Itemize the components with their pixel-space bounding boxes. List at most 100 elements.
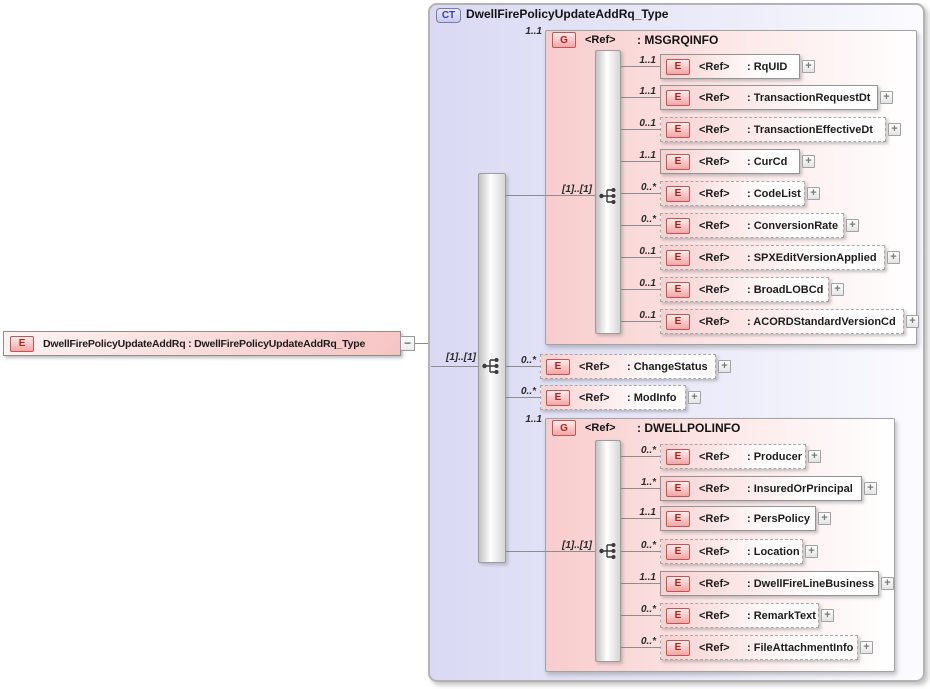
element-row-perspolicy[interactable]: E <Ref> : PersPolicy	[660, 506, 816, 531]
expand-button[interactable]: +	[821, 609, 834, 622]
expand-button[interactable]: +	[818, 512, 831, 525]
expand-button[interactable]: +	[906, 315, 919, 328]
expand-button[interactable]: +	[846, 219, 859, 232]
ref-label: <Ref>	[579, 360, 610, 373]
connector-line	[621, 551, 660, 552]
ref-label: <Ref>	[699, 512, 730, 525]
connector-line	[621, 615, 660, 616]
cardinality-label: 1..1	[639, 150, 656, 161]
connector-line	[506, 195, 600, 196]
expand-button[interactable]: +	[807, 187, 820, 200]
element-row-dwellfirelinebusiness[interactable]: E <Ref> : DwellFireLineBusiness	[660, 571, 879, 596]
collapse-toggle[interactable]: −	[400, 336, 415, 351]
element-row-remarktext[interactable]: E <Ref> : RemarkText	[660, 603, 819, 628]
connector-line	[621, 129, 660, 130]
root-element-box[interactable]: E DwellFirePolicyUpdateAddRq : DwellFire…	[3, 331, 401, 356]
ref-label: <Ref>	[699, 609, 730, 622]
element-row-curcd[interactable]: E <Ref> : CurCd	[660, 149, 800, 174]
element-row-conversionrate[interactable]: E <Ref> : ConversionRate	[660, 213, 844, 238]
element-badge: E	[666, 217, 690, 234]
cardinality-label: 0..*	[520, 355, 536, 366]
connector-line	[621, 488, 660, 489]
element-name: : ModInfo	[627, 391, 677, 404]
connector-line	[621, 97, 660, 98]
element-badge: E	[666, 607, 690, 624]
element-name: : Location	[747, 545, 800, 558]
element-name: : Producer	[747, 450, 803, 463]
element-badge: E	[666, 313, 690, 330]
expand-button[interactable]: +	[718, 360, 731, 373]
cardinality-label: 0..*	[640, 636, 656, 647]
expand-button[interactable]: +	[864, 482, 877, 495]
cardinality-label: 0..*	[520, 386, 536, 397]
cardinality-label: [1]..[1]	[446, 352, 476, 363]
expand-button[interactable]: +	[805, 545, 818, 558]
element-row-modinfo[interactable]: E <Ref> : ModInfo	[540, 385, 686, 410]
element-badge: E	[666, 249, 690, 266]
element-name: : CodeList	[747, 187, 801, 200]
cardinality-label: 1..1	[639, 572, 656, 583]
cardinality-label: 0..*	[640, 214, 656, 225]
expand-button[interactable]: +	[688, 391, 701, 404]
element-row-producer[interactable]: E <Ref> : Producer	[660, 444, 806, 469]
element-name: : BroadLOBCd	[747, 283, 824, 296]
ref-label: <Ref>	[699, 155, 730, 168]
element-row-fileattachmentinfo[interactable]: E <Ref> : FileAttachmentInfo	[660, 635, 858, 660]
ref-label: <Ref>	[699, 482, 730, 495]
expand-button[interactable]: +	[880, 91, 893, 104]
connector-line	[415, 343, 429, 344]
element-row-rquid[interactable]: E <Ref> : RqUID	[660, 54, 800, 79]
ref-label: <Ref>	[699, 123, 730, 136]
element-row-spxeditversionapplied[interactable]: E <Ref> : SPXEditVersionApplied	[660, 245, 885, 270]
cardinality-label: 1..*	[640, 477, 656, 488]
expand-button[interactable]: +	[808, 450, 821, 463]
element-name: : ACORDStandardVersionCd	[747, 315, 896, 328]
cardinality-label: 0..*	[640, 604, 656, 615]
group-header-dwellpolinfo[interactable]: G <Ref> : DWELLPOLINFO	[552, 420, 740, 436]
element-badge: E	[666, 89, 690, 106]
element-badge: E	[546, 389, 570, 406]
connector-line	[621, 66, 660, 67]
element-row-changestatus[interactable]: E <Ref> : ChangeStatus	[540, 354, 716, 379]
element-row-insuredorprincipal[interactable]: E <Ref> : InsuredOrPrincipal	[660, 476, 862, 501]
expand-button[interactable]: +	[887, 251, 900, 264]
expand-button[interactable]: +	[860, 641, 873, 654]
element-badge: E	[666, 639, 690, 656]
expand-button[interactable]: +	[802, 60, 815, 73]
connector-line	[506, 397, 540, 398]
ref-label: <Ref>	[699, 577, 730, 590]
element-row-acordstandardversioncd[interactable]: E <Ref> : ACORDStandardVersionCd	[660, 309, 904, 334]
ref-label: <Ref>	[585, 422, 616, 434]
expand-button[interactable]: +	[831, 283, 844, 296]
element-name: : ChangeStatus	[627, 360, 708, 373]
element-name: : RqUID	[747, 60, 788, 73]
group-badge: G	[552, 420, 576, 436]
expand-button[interactable]: +	[802, 155, 815, 168]
element-row-broadlobcd[interactable]: E <Ref> : BroadLOBCd	[660, 277, 829, 302]
cardinality-label: 0..1	[639, 278, 656, 289]
expand-button[interactable]: +	[881, 577, 894, 590]
element-row-transactionrequestdt[interactable]: E <Ref> : TransactionRequestDt	[660, 85, 878, 110]
group-name: : DWELLPOLINFO	[637, 421, 741, 435]
element-badge: E	[546, 358, 570, 375]
connector-line	[506, 366, 540, 367]
element-name: : CurCd	[747, 155, 788, 168]
sequence-icon[interactable]	[481, 355, 503, 377]
cardinality-label: 1..1	[639, 55, 656, 66]
sequence-icon[interactable]	[598, 185, 620, 207]
group-badge: G	[552, 32, 576, 48]
element-badge: E	[666, 281, 690, 298]
element-name: : RemarkText	[747, 609, 816, 622]
element-row-location[interactable]: E <Ref> : Location	[660, 539, 803, 564]
group-name: : MSGRQINFO	[637, 33, 719, 47]
sequence-icon[interactable]	[598, 540, 620, 562]
group-header-msgrqinfo[interactable]: G <Ref> : MSGRQINFO	[552, 32, 718, 48]
element-row-codelist[interactable]: E <Ref> : CodeList	[660, 181, 805, 206]
element-name: : TransactionEffectiveDt	[747, 123, 873, 136]
expand-button[interactable]: +	[888, 123, 901, 136]
ref-label: <Ref>	[699, 251, 730, 264]
element-badge: E	[666, 121, 690, 138]
element-name: : InsuredOrPrincipal	[747, 482, 853, 495]
element-row-transactioneffectivedt[interactable]: E <Ref> : TransactionEffectiveDt	[660, 117, 886, 142]
